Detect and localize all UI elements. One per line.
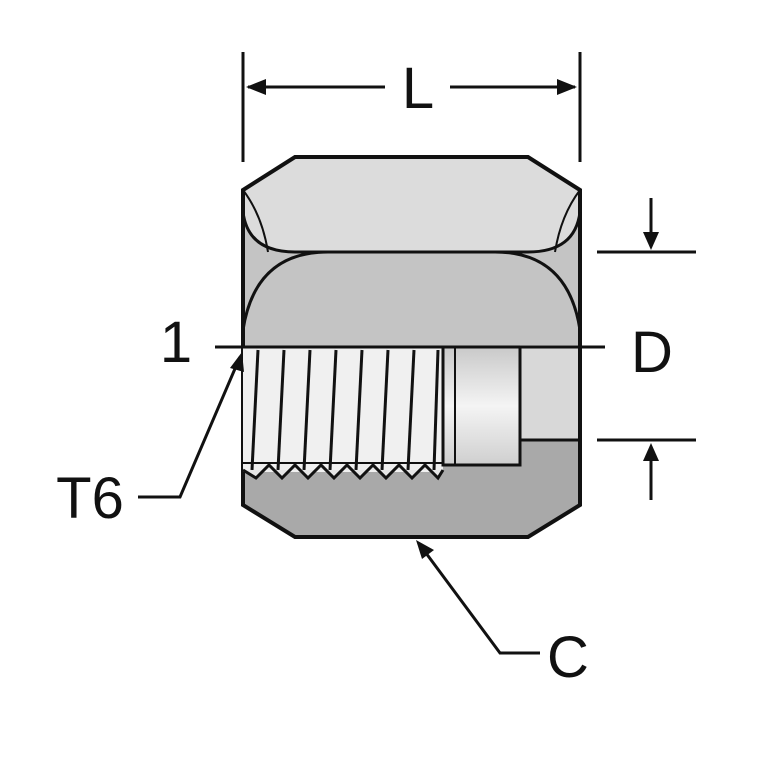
cap-body xyxy=(241,155,582,539)
arrowhead-hex xyxy=(416,540,434,559)
thread-lines xyxy=(250,349,440,471)
dimension-d: D xyxy=(597,198,696,500)
label-port: 1 xyxy=(160,310,192,375)
callout-thread: T6 xyxy=(56,352,244,531)
arrowhead-left xyxy=(246,79,266,95)
dimension-l: L xyxy=(241,52,582,162)
callout-hex: C xyxy=(416,540,589,690)
thread-teeth xyxy=(242,462,445,481)
arrowhead-thread xyxy=(230,352,244,372)
label-l: L xyxy=(402,56,434,121)
arrowhead-right xyxy=(557,79,577,95)
label-thread: T6 xyxy=(56,466,124,531)
arrowhead-up xyxy=(643,443,659,461)
hex-flat-top xyxy=(243,157,580,252)
label-d: D xyxy=(631,320,673,385)
bore-surround xyxy=(520,345,580,440)
arrowhead-down xyxy=(643,232,659,250)
label-hex: C xyxy=(547,625,589,690)
hex-flat-middle xyxy=(243,252,580,345)
